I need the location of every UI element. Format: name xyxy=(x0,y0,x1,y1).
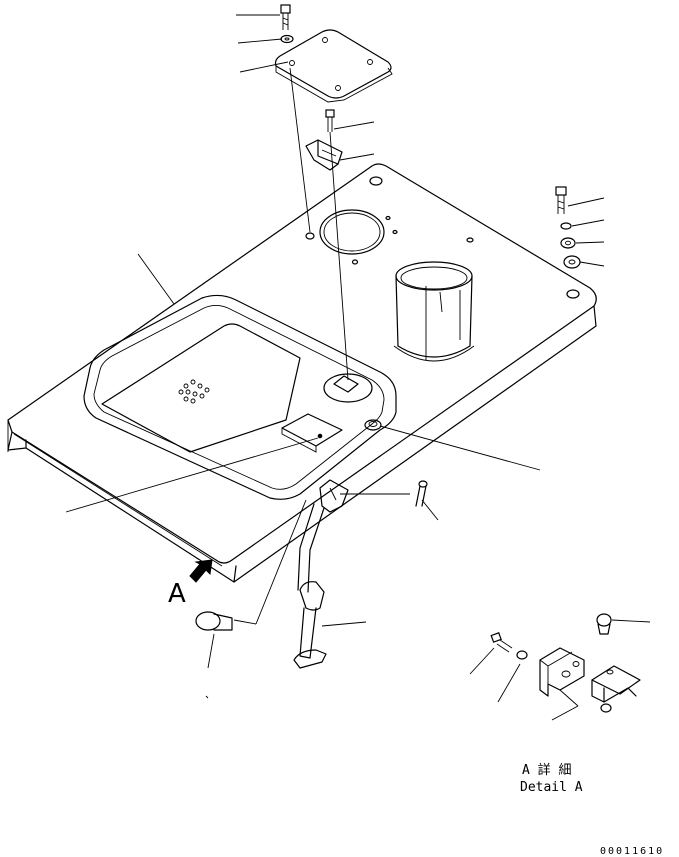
detail-title-jp: A 詳 細 xyxy=(522,762,571,778)
floor-plate xyxy=(7,163,597,583)
cover-plate xyxy=(274,29,393,103)
view-label-a: A xyxy=(168,579,186,609)
drawing-code: 00011610 xyxy=(600,846,664,857)
bolt-washer-stack-top xyxy=(280,4,294,44)
view-arrow xyxy=(189,559,213,583)
lock-pin xyxy=(415,480,428,507)
bolt-washer-stack-right xyxy=(555,186,581,269)
floor-recess xyxy=(83,294,397,500)
bolt-and-clip xyxy=(305,109,343,171)
cylinder-boot xyxy=(393,261,475,362)
vent-holes xyxy=(178,379,210,404)
detail-a-parts xyxy=(490,613,641,713)
plate-holes xyxy=(305,176,580,299)
support-rod xyxy=(293,479,349,669)
knob xyxy=(195,611,233,631)
leader-lines xyxy=(65,14,651,721)
detail-title-en: Detail A xyxy=(520,780,583,795)
